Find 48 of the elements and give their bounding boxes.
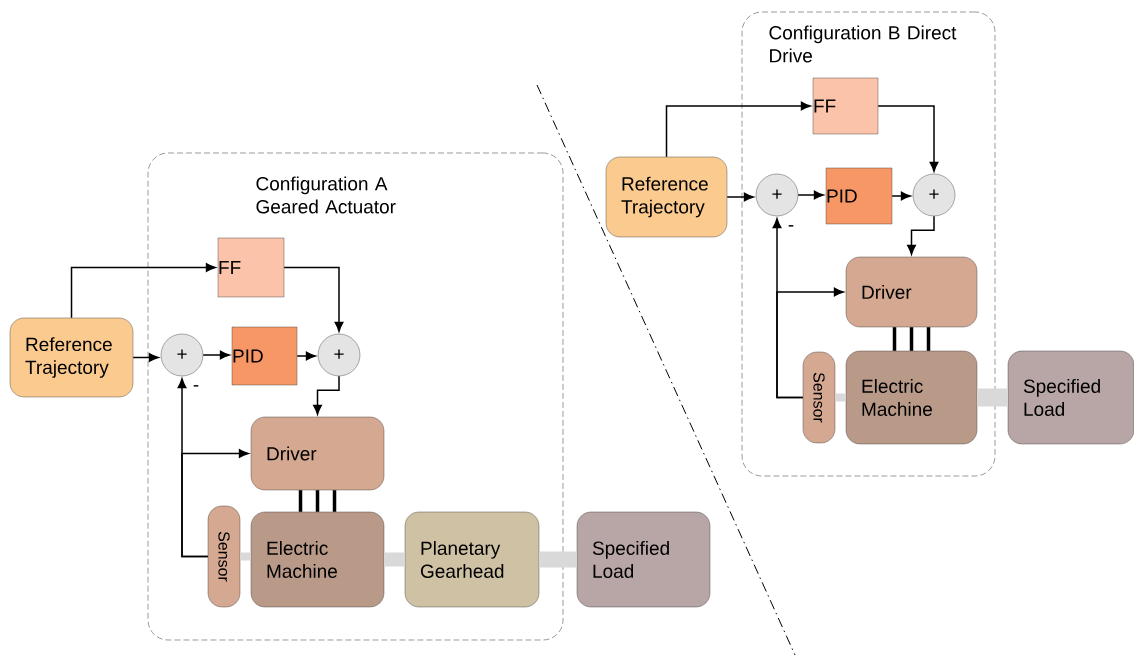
rounded-box: Electric Machine [250,511,385,608]
group-heading: Configuration A Geared Actuator [256,176,396,214]
shaft [240,552,251,561]
summing-junction: + [912,173,956,217]
arrow [877,105,939,172]
shaft [977,388,1008,407]
wire-line [332,490,337,512]
arrow [797,190,824,200]
wire-line [892,327,897,351]
rounded-box: Driver [845,256,978,328]
rounded-box: Specified Load [576,511,711,608]
arrow [313,375,340,415]
arrow [283,266,344,332]
rounded-box: Reference Trajectory [9,317,134,398]
arrow [132,353,159,362]
minus-sign: - [193,385,199,387]
shaft [539,551,577,568]
sensor-box: Sensor [802,351,836,444]
summing-junction: + [755,173,799,217]
arrow [907,215,935,255]
sensor-box: Sensor [207,505,241,608]
wire-line [926,327,931,351]
summing-junction: + [160,333,204,377]
block-box: PID [231,326,298,386]
arrow [665,101,811,158]
wire-line [909,327,914,351]
rounded-box: Planetary Gearhead [404,511,540,608]
arrow [202,350,230,360]
shaft [384,552,405,567]
block-box: FF [812,77,879,135]
rounded-box: Reference Trajectory [605,156,728,238]
arrow [726,192,754,202]
rounded-box: Specified Load [1007,350,1134,445]
rounded-box: Electric Machine [845,350,978,445]
arrow [776,287,844,399]
arrow [70,263,216,319]
rounded-box: Driver [250,416,385,491]
summing-junction: + [317,333,361,377]
block-box: FF [217,237,285,298]
arrow [891,191,911,201]
wire-line [315,490,320,512]
block-box: PID [825,167,893,225]
arrow [296,351,316,361]
arrow [181,449,249,558]
shaft [835,393,846,402]
wire-line [298,490,303,512]
minus-sign: - [788,225,794,227]
group-heading: Configuration B Direct Drive [769,25,957,63]
